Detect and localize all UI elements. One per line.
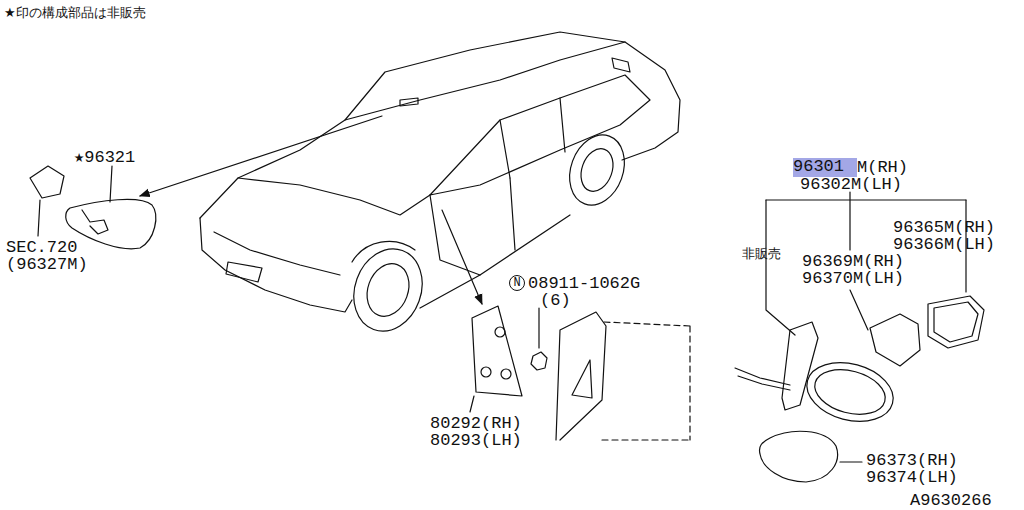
part-number: 80292(RH) xyxy=(430,415,522,432)
note-text: ★印の構成部品は非販売 xyxy=(4,5,146,20)
quantity: (6) xyxy=(540,292,571,309)
part-number: 96374(LH) xyxy=(866,469,958,486)
part-number: 96366M(LH) xyxy=(893,236,995,253)
circled-symbol: N xyxy=(509,275,525,291)
highlighted-part-number: 96301 xyxy=(793,158,857,177)
diagram-id: A9630266 xyxy=(910,492,992,509)
section-reference: (96327M) xyxy=(6,256,88,273)
part-number: 08911-1062G xyxy=(528,275,640,292)
node-text: 96301 xyxy=(793,158,857,175)
part-suffix: M(RH) xyxy=(857,159,908,176)
section-reference: SEC.720 xyxy=(6,239,77,256)
callout-number: ★96321 xyxy=(74,149,135,166)
part-number: 96370M(LH) xyxy=(802,270,904,287)
part-number: 80293(LH) xyxy=(430,432,522,449)
note-text: 非販売 xyxy=(742,246,781,261)
part-number: 96373(RH) xyxy=(866,452,958,469)
node-text: N xyxy=(513,277,520,289)
part-number: 96302M(LH) xyxy=(800,176,902,193)
part-number: 96365M(RH) xyxy=(893,219,995,236)
part-number: 96369M(RH) xyxy=(802,253,904,270)
